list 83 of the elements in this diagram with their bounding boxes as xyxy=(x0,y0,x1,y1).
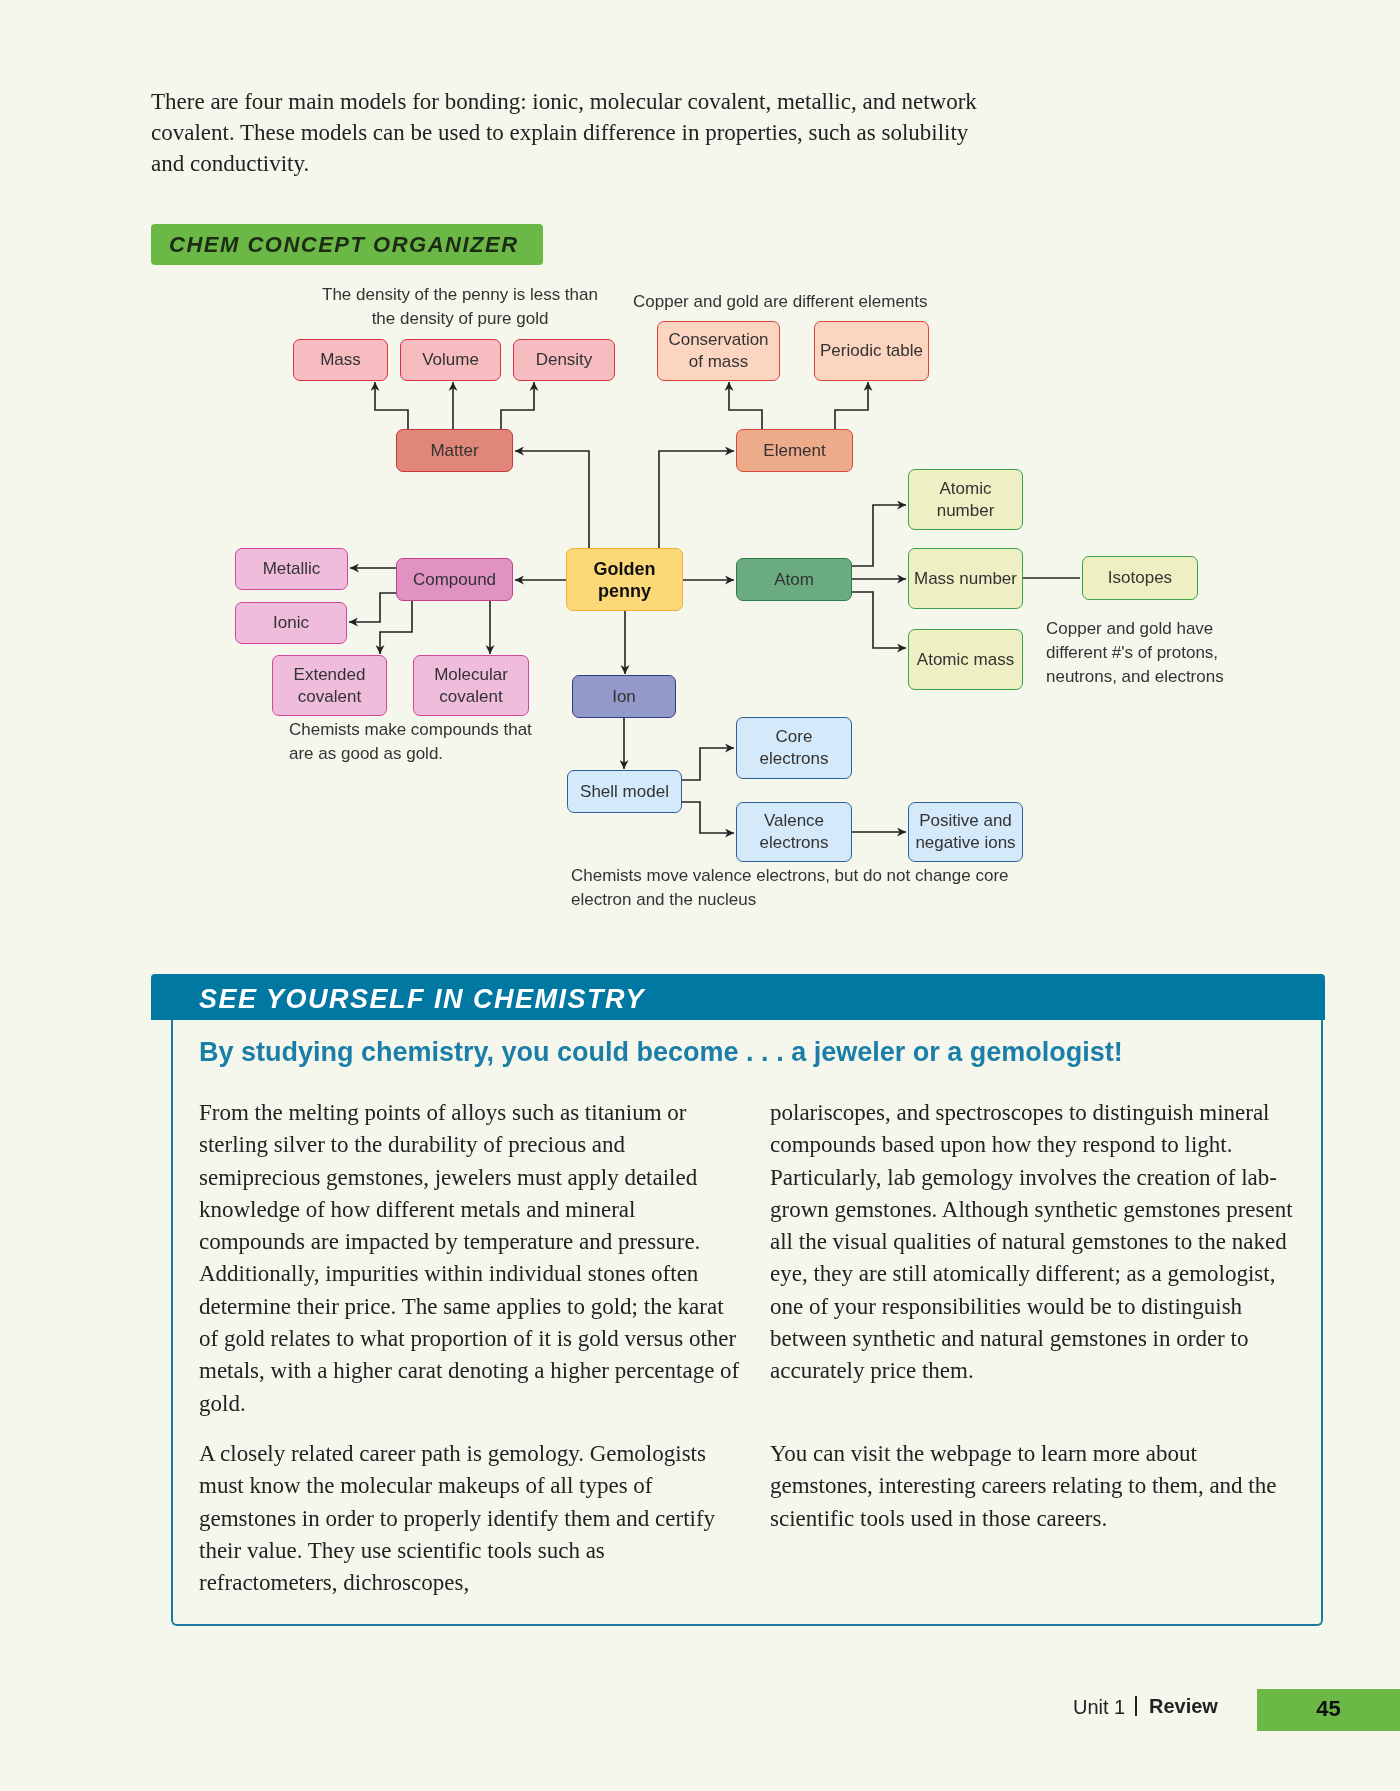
concept-label: Mass xyxy=(320,349,361,371)
concept-box xyxy=(513,339,615,381)
body-paragraph: You can visit the webpage to learn more about gemstones, interesting careers relating to them, and the scientific tools used in those careers. xyxy=(770,1440,1278,1533)
central-concept-box xyxy=(566,548,683,611)
concept-label: Extended covalent xyxy=(292,663,367,708)
concept-label: Golden penny xyxy=(592,557,657,602)
concept-label: Metallic xyxy=(262,558,321,580)
concept-box xyxy=(1082,556,1198,600)
arrow xyxy=(514,575,567,585)
body-paragraph: polariscopes, and spectroscopes to distinguish mineral compounds based upon how they respond to light. Particularly, lab gemology involves the creation of lab-grown gemstones. Although synthetic gemstones present all the visual qualities of natural gemstones to the naked eye, they are still atomically different; as a gemologist, one of your responsibilities would be to distinguish between synthetic and natural gemstones in order to accurately price them. xyxy=(770,1099,1294,1386)
concept-box xyxy=(235,602,347,644)
annotation-text: Copper and gold have different #'s of protons, neutrons, and electrons xyxy=(1046,618,1225,688)
concept-box xyxy=(908,548,1023,609)
concept-label: Core electrons xyxy=(758,726,830,770)
concept-label: Ionic xyxy=(273,612,309,634)
concept-box xyxy=(567,770,682,813)
footer-text: Unit 1 xyxy=(1073,1696,1127,1719)
concept-box xyxy=(736,802,852,862)
arrow xyxy=(349,563,397,573)
concept-box xyxy=(736,429,853,472)
concept-label: Atomic number xyxy=(935,477,996,522)
concept-box xyxy=(572,675,676,718)
concept-label: Density xyxy=(535,349,593,371)
concept-box xyxy=(413,655,529,716)
concept-label: Positive and negative ions xyxy=(914,810,1017,854)
concept-label: Compound xyxy=(412,568,497,591)
body-paragraph: From the melting points of alloys such as titanium or sterling silver to the durability of precious and semiprecious gemstones, jewelers must apply detailed knowledge of how different metals and mineral compounds are impacted by temperature and pressure. Additionally, impurities within individual stones often determine their price. The same applies to gold; the karat of gold relates to what proportion of it is gold versus other metals, with a higher carat denoting a higher percentage of gold. xyxy=(199,1099,741,1418)
concept-box xyxy=(814,321,929,381)
concept-label: Valence electrons xyxy=(758,810,830,854)
concept-label: Volume xyxy=(422,349,479,371)
arrow xyxy=(448,381,458,430)
concept-label: Isotopes xyxy=(1107,567,1173,589)
arrow xyxy=(681,801,735,838)
arrow xyxy=(348,592,397,627)
concept-label: Matter xyxy=(430,439,479,462)
arrow xyxy=(681,743,735,781)
concept-label: Shell model xyxy=(580,780,669,803)
concept-box xyxy=(908,802,1023,862)
concept-box xyxy=(272,655,387,716)
section-heading: CHEM CONCEPT ORGANIZER xyxy=(151,224,543,265)
arrow xyxy=(485,600,495,655)
arrow xyxy=(851,574,907,584)
arrow xyxy=(375,600,413,655)
concept-label: Periodic table xyxy=(820,340,923,362)
arrow xyxy=(658,446,735,549)
arrow xyxy=(370,381,409,430)
section-banner: SEE YOURSELF IN CHEMISTRY xyxy=(151,974,1325,1020)
arrow xyxy=(619,717,629,770)
arrow xyxy=(500,381,539,430)
arrow xyxy=(724,381,763,430)
annotation-text: Chemists make compounds that are as good as gold. xyxy=(289,719,533,765)
concept-box xyxy=(396,558,513,601)
concept-box xyxy=(736,558,852,601)
arrow xyxy=(620,610,630,675)
arrow xyxy=(851,591,907,653)
concept-box xyxy=(736,717,852,779)
arrow xyxy=(514,446,590,549)
concept-box xyxy=(235,548,348,590)
arrow xyxy=(851,500,907,567)
concept-label: Conservation of mass xyxy=(667,329,770,373)
arrow xyxy=(851,827,907,837)
concept-box xyxy=(293,339,388,381)
concept-label: Mass number xyxy=(914,567,1017,590)
annotation-text: Copper and gold are different elements xyxy=(633,291,929,313)
concept-box xyxy=(396,429,513,472)
intro-paragraph: There are four main models for bonding: ionic, molecular covalent, metallic, and network covalent. These models can be used to explain difference in properties, such as solubility and conductivity. xyxy=(151,88,978,178)
concept-label: Element xyxy=(763,439,826,462)
connector-line xyxy=(1022,577,1081,579)
concept-label: Molecular covalent xyxy=(433,663,509,708)
concept-label: Atom xyxy=(774,568,814,591)
body-paragraph: A closely related career path is gemology. Gemologists must know the molecular makeups of all types of gemstones in order to properly identify them and certify their value. They use scientific tools such as refractometers, dichroscopes, xyxy=(199,1440,717,1598)
concept-box xyxy=(400,339,501,381)
page-number: 45 xyxy=(1257,1689,1400,1731)
arrow xyxy=(834,381,873,430)
concept-label: Ion xyxy=(612,685,636,708)
concept-box xyxy=(908,469,1023,530)
annotation-text: The density of the penny is less than the density of pure gold xyxy=(321,284,599,330)
subheading: By studying chemistry, you could become . . . a jeweler or a gemologist! xyxy=(199,1037,1124,1068)
concept-box xyxy=(908,629,1023,690)
annotation-text: Chemists move valence electrons, but do not change core electron and the nucleus xyxy=(571,865,1010,911)
concept-box xyxy=(657,321,780,381)
concept-label: Atomic mass xyxy=(916,648,1015,671)
arrow xyxy=(682,575,735,585)
